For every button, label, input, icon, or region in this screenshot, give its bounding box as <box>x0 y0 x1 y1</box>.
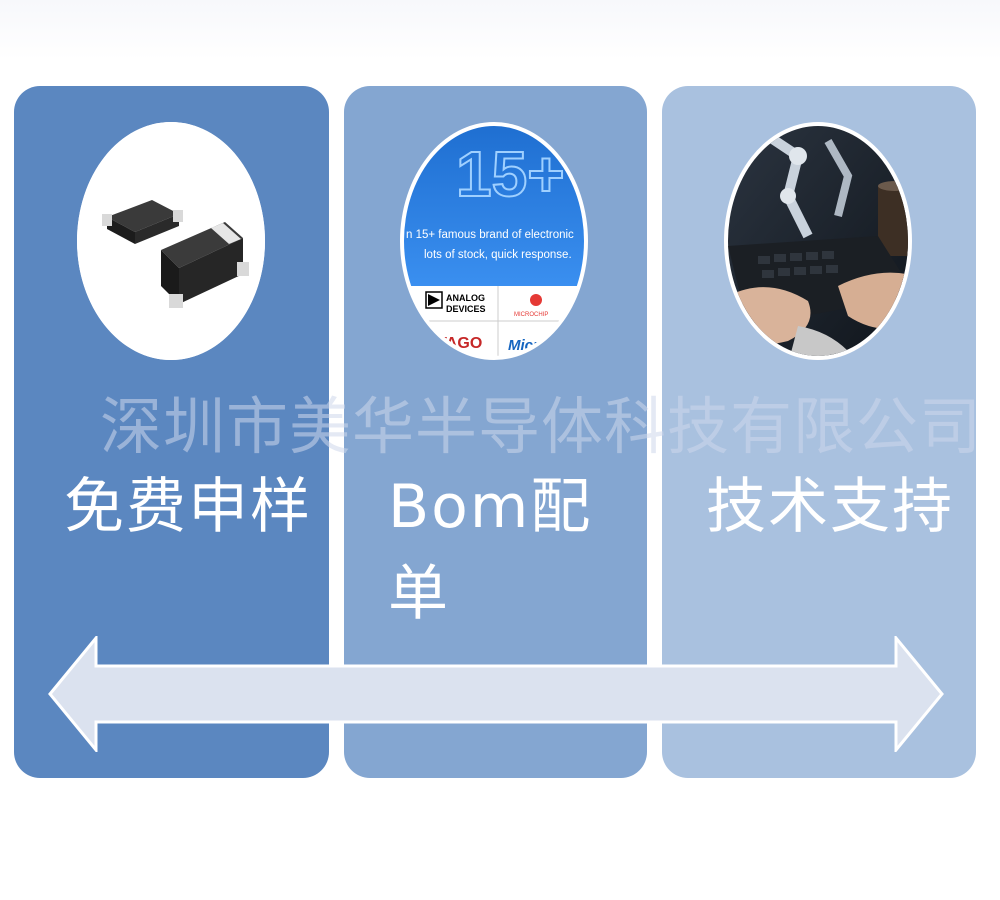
brand-adi-line2: DEVICES <box>446 304 486 314</box>
free-sample-label: 免费申样 <box>64 472 312 542</box>
tech-support-image <box>724 122 912 360</box>
bom-label: Bom配单 <box>388 472 593 629</box>
brands-collage: 15+ n 15+ famous brand of electronic lot… <box>404 126 584 356</box>
smd-diode-icon <box>77 122 265 360</box>
panel-free-sample[interactable]: 免费申样 <box>14 86 329 778</box>
double-arrow-icon <box>48 636 944 752</box>
brands-line-1: n 15+ famous brand of electronic <box>406 229 574 241</box>
smd-diode-image <box>77 122 265 360</box>
panel-tech-support[interactable]: 技术支持 <box>662 86 976 778</box>
company-watermark: 深圳市美华半导体科技有限公司 <box>100 390 983 463</box>
engineer-keyboard-photo <box>728 126 908 356</box>
brand-microchip: MICROCHIP <box>514 312 548 318</box>
brand-avago: AVAGO <box>426 335 482 352</box>
brands-collage-image: 15+ n 15+ famous brand of electronic lot… <box>400 122 588 360</box>
brand-adi-line1: ANALOG <box>446 293 485 303</box>
big-number: 15+ <box>456 138 565 210</box>
tech-support-label: 技术支持 <box>706 472 954 542</box>
brand-micro: Micro <box>508 337 548 354</box>
panel-bom[interactable]: 15+ n 15+ famous brand of electronic lot… <box>344 86 647 778</box>
brands-line-2: lots of stock, quick response. <box>424 249 572 261</box>
